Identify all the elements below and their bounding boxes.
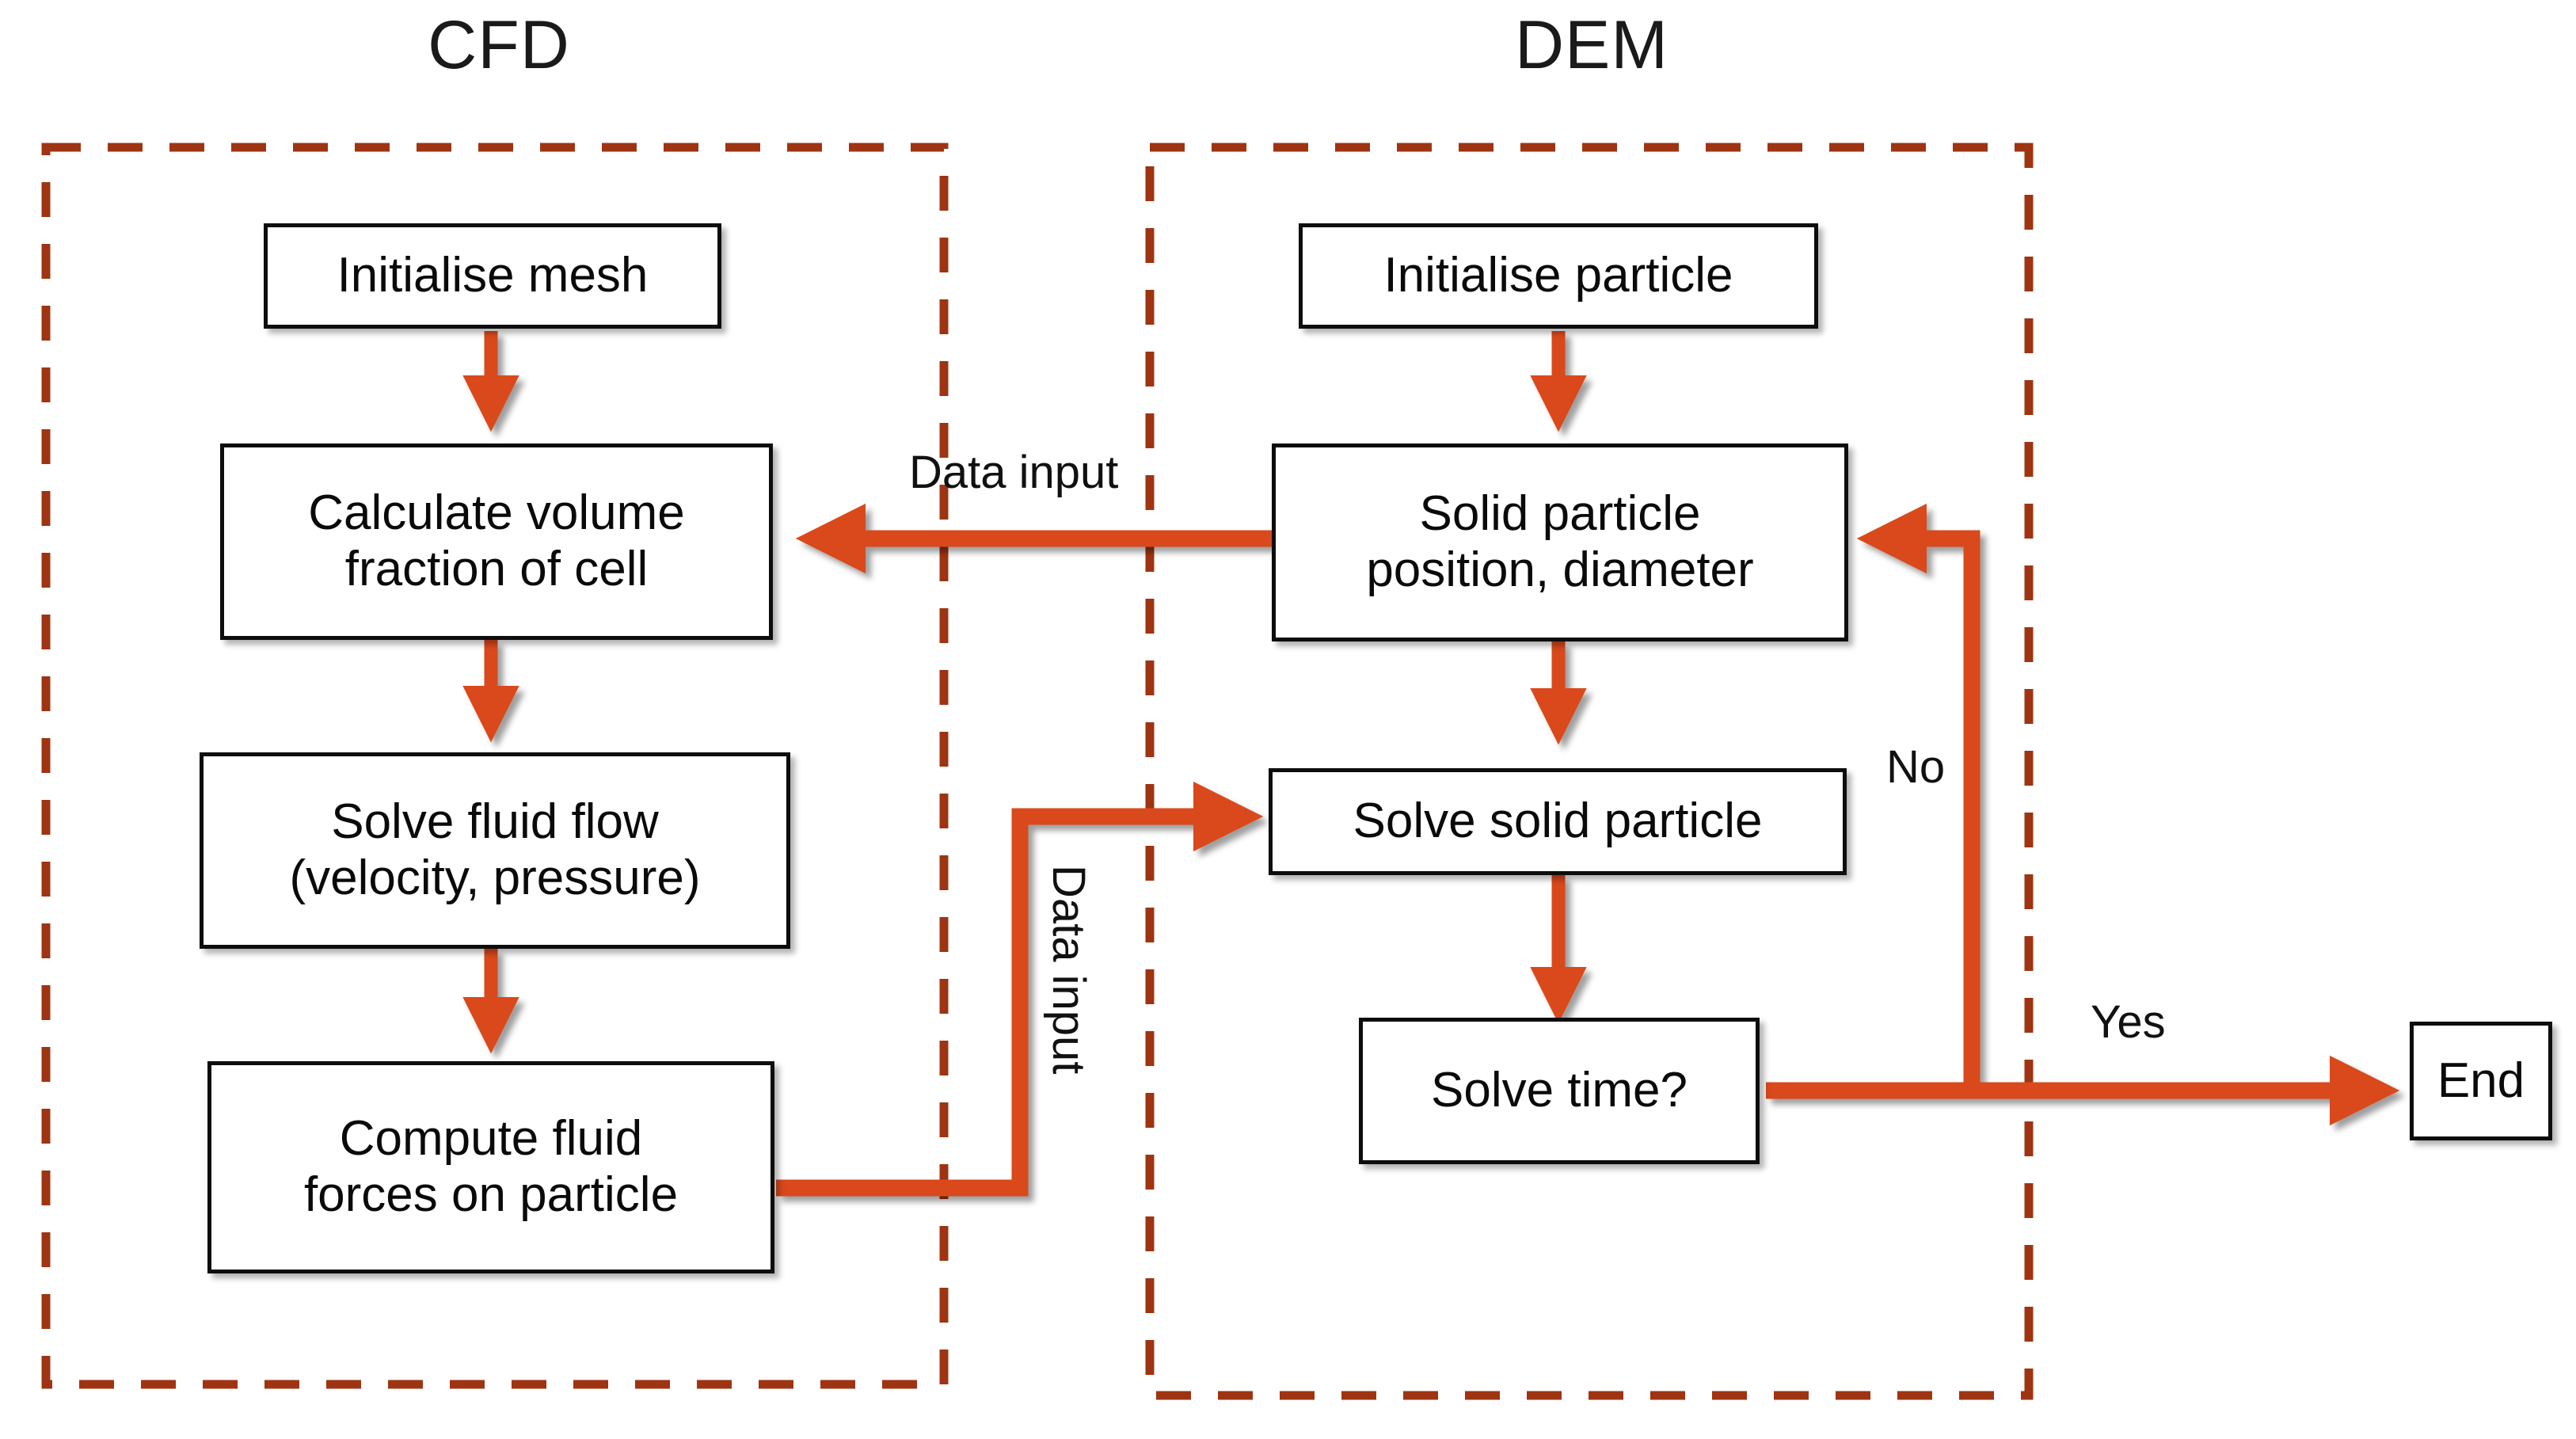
node-solve-fluid-flow-label: Solve fluid flow (velocity, pressure) [289,794,701,905]
arrow-solvetime-to-solidparticle-no [1856,503,1981,1091]
dem-group-title: DEM [1514,7,1669,83]
node-calculate-volume-fraction[interactable]: Calculate volume fraction of cell [220,444,773,640]
cfd-group-boundary [41,143,949,1389]
node-solve-fluid-flow[interactable]: Solve fluid flow (velocity, pressure) [200,752,790,949]
dem-group-boundary [1145,143,2034,1400]
node-calculate-volume-fraction-label: Calculate volume fraction of cell [308,485,685,596]
node-initialise-mesh[interactable]: Initialise mesh [264,223,721,329]
node-solve-time[interactable]: Solve time? [1359,1018,1760,1164]
edge-label-data-input-vertical: Data input [1043,865,1094,1075]
node-end-label: End [2437,1053,2525,1108]
node-solve-solid-particle-label: Solve solid particle [1353,794,1763,849]
node-end[interactable]: End [2410,1022,2552,1140]
node-initialise-particle[interactable]: Initialise particle [1299,223,1818,329]
node-initialise-particle-label: Initialise particle [1383,248,1733,303]
cfd-group-title: CFD [428,7,570,83]
node-solid-particle-label: Solid particle position, diameter [1366,486,1754,597]
edge-label-data-input-top: Data input [909,447,1119,498]
node-solve-time-label: Solve time? [1431,1063,1688,1118]
node-compute-fluid-forces[interactable]: Compute fluid forces on particle [207,1061,774,1273]
node-solve-solid-particle[interactable]: Solve solid particle [1269,768,1847,875]
edge-label-no: No [1886,741,1946,793]
node-compute-fluid-forces-label: Compute fluid forces on particle [303,1111,679,1222]
arrow-forces-to-solvesolid-datainput [776,781,1264,1197]
node-initialise-mesh-label: Initialise mesh [337,248,649,303]
node-solid-particle[interactable]: Solid particle position, diameter [1272,444,1848,641]
edge-label-yes: Yes [2091,996,2166,1048]
